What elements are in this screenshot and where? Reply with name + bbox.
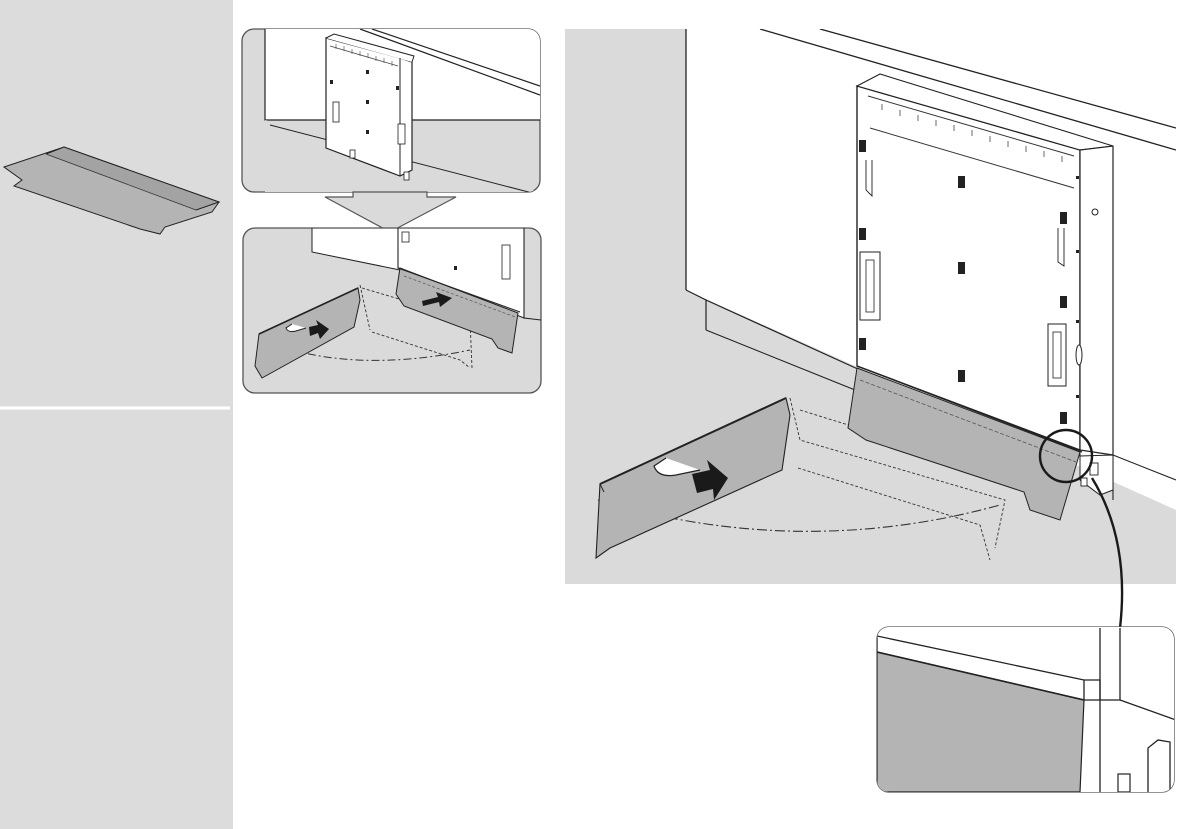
main-detail-panel <box>565 29 1176 629</box>
down-arrow-icon <box>324 191 457 233</box>
callout-line <box>1090 477 1124 629</box>
push-arrow-icon <box>422 292 452 307</box>
protective-film-strip-icon <box>2 146 221 235</box>
sidebar-background <box>0 0 233 829</box>
step-one-panel <box>241 28 541 193</box>
push-arrow-icon <box>692 460 728 500</box>
zoom-detail-panel <box>876 626 1175 793</box>
sidebar <box>0 0 233 829</box>
magnifier-circle-icon <box>1038 428 1094 484</box>
step-two-panel <box>242 227 542 394</box>
